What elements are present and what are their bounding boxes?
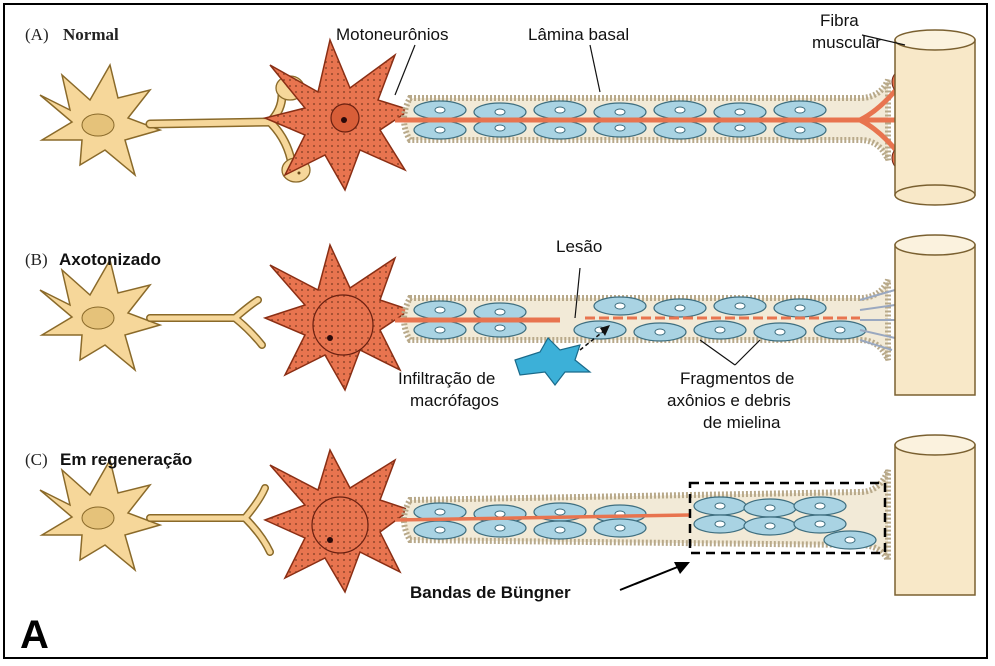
muscle-fiber-a	[895, 30, 975, 205]
label-lesao: Lesão	[556, 237, 602, 256]
label-muscular: muscular	[812, 33, 881, 52]
bungner-arrow	[620, 566, 680, 590]
nerve-fiber-b	[395, 280, 900, 360]
row-b-prefix: (B)	[25, 250, 48, 269]
sensory-neuron-b	[40, 260, 262, 370]
label-lamina-basal: Lâmina basal	[528, 25, 629, 44]
label-infiltracao-1: Infiltração de	[398, 369, 495, 388]
label-fragmentos-2: axônios e debris	[667, 391, 791, 410]
sensory-neuron-c	[40, 460, 270, 570]
row-b-title: Axotonizado	[59, 250, 161, 269]
label-motoneuronios: Motoneurônios	[336, 25, 448, 44]
motoneuron-c	[265, 450, 410, 592]
label-infiltracao-2: macrófagos	[410, 391, 499, 410]
nerve-fiber-a	[395, 69, 921, 171]
muscle-fiber-b	[895, 235, 975, 395]
label-fibra: Fibra	[820, 11, 859, 30]
motoneuron-pointer	[395, 45, 415, 95]
row-a-title: Normal	[63, 25, 119, 44]
row-b-axotomized	[40, 235, 975, 395]
fragments-pointer	[700, 340, 760, 365]
row-a-prefix: (A)	[25, 25, 49, 44]
label-fragmentos-3: de mielina	[703, 413, 781, 432]
panel-letter: A	[20, 613, 49, 657]
label-fragmentos-1: Fragmentos de	[680, 369, 794, 388]
lamina-pointer	[590, 45, 600, 92]
row-c-prefix: (C)	[25, 450, 48, 469]
label-bandas-bungner: Bandas de Büngner	[410, 583, 571, 602]
muscle-fiber-c	[895, 435, 975, 595]
row-c-title: Em regeneração	[60, 450, 192, 469]
motoneuron-b	[265, 245, 410, 390]
sensory-neuron-a	[40, 65, 310, 182]
row-a-normal	[40, 30, 975, 205]
